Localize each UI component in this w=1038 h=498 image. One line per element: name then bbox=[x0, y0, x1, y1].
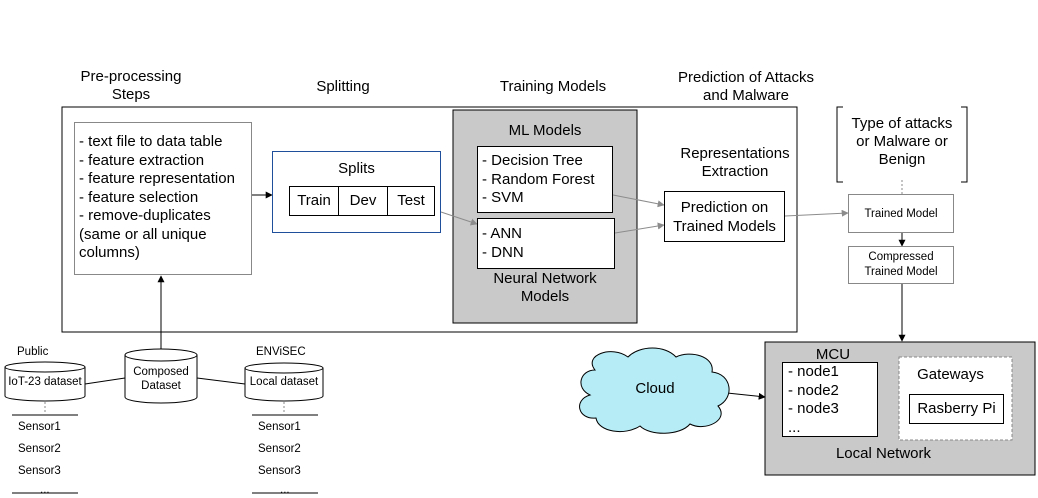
sensor-item: ... bbox=[280, 484, 290, 496]
nn-model-item: - DNN bbox=[482, 243, 524, 261]
preprocessing-step: columns) bbox=[79, 244, 140, 261]
gateway-device: Rasberry Pi bbox=[909, 394, 1004, 424]
nn-models-title: Neural Network Models bbox=[493, 270, 597, 305]
preprocessing-step: - feature representation bbox=[79, 170, 235, 187]
arrow-ml-to-prediction bbox=[612, 194, 665, 208]
mcu-node: ... bbox=[788, 418, 801, 436]
preprocessing-step: - feature extraction bbox=[79, 151, 205, 169]
arrow-prediction-to-trained bbox=[784, 209, 849, 217]
local-network-title: Local Network bbox=[835, 445, 932, 462]
splits-row: Train Dev Test bbox=[289, 186, 435, 216]
nn-models-box: - ANN - DNN bbox=[477, 218, 615, 269]
representations-label: Representations Extraction bbox=[680, 145, 790, 180]
arrow-splits-to-nn bbox=[440, 211, 478, 226]
public-label: Public bbox=[17, 346, 49, 358]
ml-model-item: - Decision Tree bbox=[482, 152, 583, 169]
link-public-composed bbox=[84, 377, 126, 385]
pipeline-frame bbox=[61, 106, 798, 333]
public-dataset-name: IoT-23 dataset bbox=[8, 376, 82, 388]
sensor-item: Sensor3 bbox=[258, 465, 301, 477]
cloud-label: Cloud bbox=[635, 380, 675, 397]
mcu-node: - node3 bbox=[788, 400, 839, 417]
preprocessing-step: - text file to data table bbox=[79, 133, 223, 150]
preprocessing-box: - text file to data table - feature extr… bbox=[74, 122, 252, 275]
sensor-item: Sensor1 bbox=[18, 421, 61, 433]
stage-preprocessing-heading: Pre-processing Steps bbox=[80, 68, 182, 103]
arrow-nn-to-prediction bbox=[614, 222, 665, 234]
stage-prediction-heading: Prediction of Attacks and Malware bbox=[678, 69, 814, 104]
sensor-item: Sensor2 bbox=[258, 443, 301, 455]
output-type-label: Type of attacks or Malware or Benign bbox=[851, 115, 953, 168]
preprocessing-step: (same or all unique bbox=[79, 225, 207, 243]
sensors-left: Sensor1 Sensor2 Sensor3 ... bbox=[18, 416, 61, 498]
envisec-label: ENViSEC bbox=[256, 346, 306, 358]
splits-title: Splits bbox=[338, 160, 375, 177]
ml-models-box: - Decision Tree - Random Forest - SVM bbox=[477, 146, 613, 213]
mcu-node: - node1 bbox=[788, 363, 839, 380]
sensor-item: ... bbox=[40, 484, 50, 496]
prediction-box: Prediction on Trained Models bbox=[664, 191, 785, 242]
stage-splitting-heading: Splitting bbox=[316, 78, 370, 95]
link-composed-local bbox=[196, 377, 246, 385]
composed-dataset-cylinder bbox=[124, 348, 198, 404]
arrow-cloud-to-network bbox=[726, 392, 766, 400]
composed-dataset-name: Composed Dataset bbox=[133, 366, 189, 392]
sensor-item: Sensor1 bbox=[258, 421, 301, 433]
mcu-title: MCU bbox=[815, 346, 851, 363]
local-dataset-cylinder bbox=[244, 362, 324, 402]
mcu-node: - node2 bbox=[788, 381, 839, 399]
cloud-shape bbox=[579, 347, 730, 434]
split-dev: Dev bbox=[339, 187, 388, 215]
public-dataset-cylinder bbox=[4, 361, 86, 402]
training-panel bbox=[452, 109, 638, 324]
trained-model-box: Trained Model bbox=[848, 194, 954, 233]
output-bracket bbox=[836, 106, 968, 183]
nn-model-item: - ANN bbox=[482, 225, 523, 242]
preprocessing-step: - feature selection bbox=[79, 188, 199, 206]
sensor-item: Sensor2 bbox=[18, 443, 61, 455]
splits-box: Splits Train Dev Test bbox=[272, 151, 441, 233]
local-dataset-name: Local dataset bbox=[249, 376, 319, 388]
gateways-title: Gateways bbox=[917, 366, 984, 383]
mcu-box: - node1 - node2 - node3 ... bbox=[782, 362, 878, 437]
sensors-right: Sensor1 Sensor2 Sensor3 ... bbox=[258, 416, 301, 498]
ml-model-item: - Random Forest bbox=[482, 170, 595, 188]
stage-training-heading: Training Models bbox=[499, 78, 607, 95]
split-train: Train bbox=[290, 187, 339, 215]
ml-models-title: ML Models bbox=[508, 122, 582, 139]
ml-model-item: - SVM bbox=[482, 189, 524, 206]
split-test: Test bbox=[397, 192, 425, 209]
preprocessing-step: - remove-duplicates bbox=[79, 207, 211, 224]
sensor-item: Sensor3 bbox=[18, 465, 61, 477]
compressed-model-box: Compressed Trained Model bbox=[848, 246, 954, 284]
